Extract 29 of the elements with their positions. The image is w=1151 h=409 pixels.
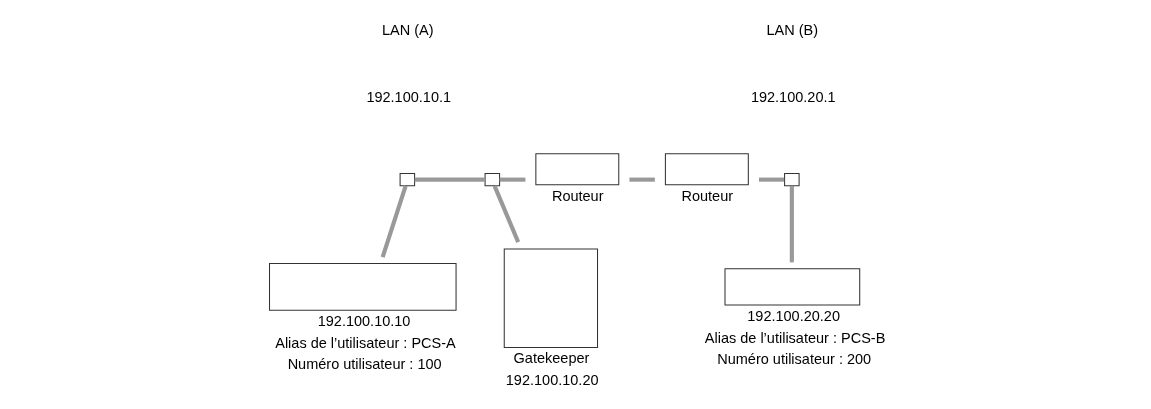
node-box (535, 153, 620, 186)
node-label: Numéro utilisateur : 100 (287, 356, 442, 373)
node-label: Routeur (551, 187, 604, 204)
node-label: 192.100.10.20 (505, 372, 599, 389)
node-label: Alias de l’utilisateur : PCS-A (275, 334, 456, 351)
label: 192.100.10.1 (366, 89, 452, 106)
connector (492, 185, 521, 243)
node-label: 192.100.10.10 (317, 312, 411, 329)
connector (414, 177, 486, 182)
node-label: Alias de l’utilisateur : PCS-B (704, 329, 886, 346)
connector (380, 185, 408, 258)
connector (499, 177, 526, 182)
node-box (784, 172, 800, 187)
node-box (269, 263, 457, 311)
node-box (503, 248, 599, 349)
label: LAN (A) (381, 21, 434, 38)
node-label: 192.100.20.20 (747, 307, 841, 324)
node-label: Numéro utilisateur : 200 (717, 351, 872, 368)
node-box (664, 153, 749, 186)
connector (629, 177, 655, 182)
node-box (484, 172, 501, 187)
node-box (724, 268, 861, 306)
node-label: Gatekeeper (513, 350, 590, 367)
node-box (399, 172, 416, 187)
connector (789, 185, 794, 263)
node-label: Routeur (681, 187, 734, 204)
label: LAN (B) (766, 21, 819, 38)
label: 192.100.20.1 (750, 89, 836, 106)
connector (759, 177, 785, 182)
